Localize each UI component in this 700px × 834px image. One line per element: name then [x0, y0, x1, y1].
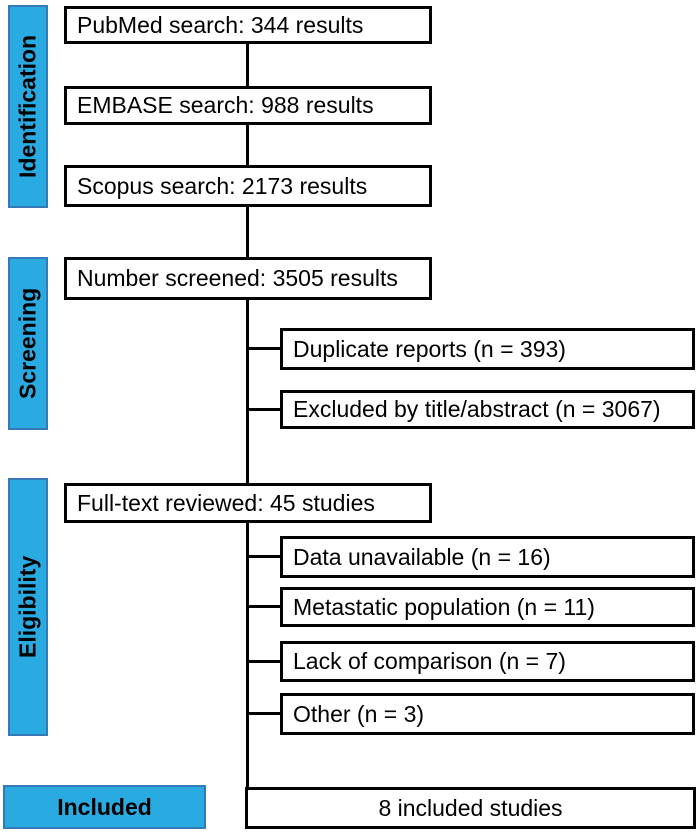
- branch-connector-other: [247, 712, 281, 715]
- branch-connector-duplicate: [247, 347, 281, 350]
- flow-box-screened: Number screened: 3505 results: [64, 257, 432, 300]
- flow-box-pubmed: PubMed search: 344 results: [64, 6, 432, 44]
- stage-label-screening: Screening: [8, 257, 48, 430]
- flow-box-scopus: Scopus search: 2173 results: [64, 165, 432, 207]
- flow-box-included-studies: 8 included studies: [245, 787, 696, 829]
- branch-connector-lack-comparison: [247, 660, 281, 663]
- branch-connector-excluded: [247, 408, 281, 411]
- exclusion-box-title-abstract: Excluded by title/abstract (n = 3067): [280, 390, 695, 429]
- branch-connector-metastatic: [247, 605, 281, 608]
- branch-connector-data-unavailable: [247, 555, 281, 558]
- flow-connector-spine: [246, 42, 249, 788]
- stage-label-included: Included: [3, 785, 206, 829]
- stage-label-identification: Identification: [8, 5, 48, 208]
- exclusion-box-metastatic-population: Metastatic population (n = 11): [280, 587, 695, 627]
- exclusion-box-lack-of-comparison: Lack of comparison (n = 7): [280, 641, 695, 682]
- exclusion-box-data-unavailable: Data unavailable (n = 16): [280, 536, 695, 578]
- exclusion-box-duplicate-reports: Duplicate reports (n = 393): [280, 328, 695, 370]
- flow-box-embase: EMBASE search: 988 results: [64, 86, 432, 125]
- exclusion-box-other: Other (n = 3): [280, 693, 695, 735]
- stage-label-eligibility: Eligibility: [8, 478, 48, 736]
- flow-box-fulltext: Full-text reviewed: 45 studies: [64, 483, 432, 523]
